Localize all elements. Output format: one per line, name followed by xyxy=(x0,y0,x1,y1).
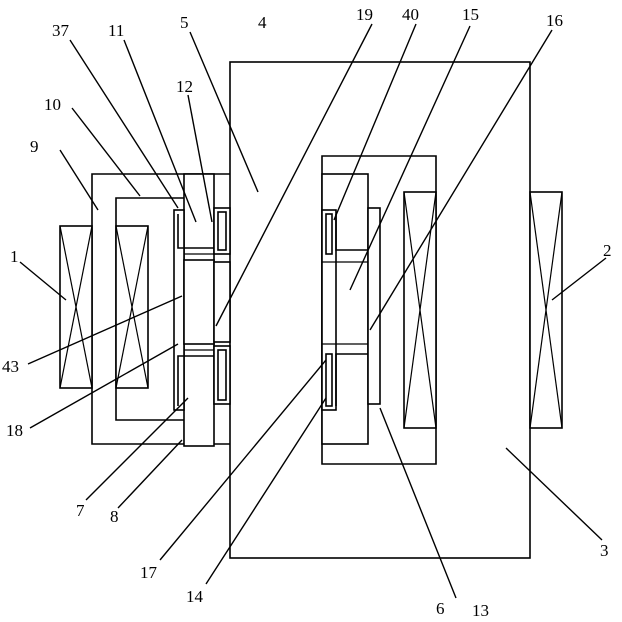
label-4: 4 xyxy=(258,13,267,32)
label-1: 1 xyxy=(10,247,19,266)
label-13: 13 xyxy=(472,601,489,620)
coil-2 xyxy=(529,191,563,429)
label-3: 3 xyxy=(600,541,609,560)
label-14: 14 xyxy=(186,587,204,606)
part-labels: 1 2 3 4 5 6 7 8 9 10 11 12 13 14 15 16 1… xyxy=(2,5,612,620)
label-12: 12 xyxy=(176,77,193,96)
left-armature-assembly xyxy=(173,173,231,447)
label-15: 15 xyxy=(462,5,479,24)
label-8: 8 xyxy=(110,507,119,526)
label-7: 7 xyxy=(76,501,85,520)
label-11: 11 xyxy=(108,21,124,40)
label-40: 40 xyxy=(402,5,419,24)
label-9: 9 xyxy=(30,137,39,156)
label-10: 10 xyxy=(44,95,61,114)
coil-inner-left xyxy=(115,225,149,389)
label-6: 6 xyxy=(436,599,445,618)
label-16: 16 xyxy=(546,11,563,30)
label-19: 19 xyxy=(356,5,373,24)
label-37: 37 xyxy=(52,21,70,40)
label-2: 2 xyxy=(603,241,612,260)
label-17: 17 xyxy=(140,563,158,582)
label-18: 18 xyxy=(6,421,23,440)
coil-1 xyxy=(59,225,93,389)
label-43: 43 xyxy=(2,357,19,376)
leader-lines xyxy=(19,23,607,599)
label-5: 5 xyxy=(180,13,189,32)
coil-inner-right xyxy=(403,191,437,429)
